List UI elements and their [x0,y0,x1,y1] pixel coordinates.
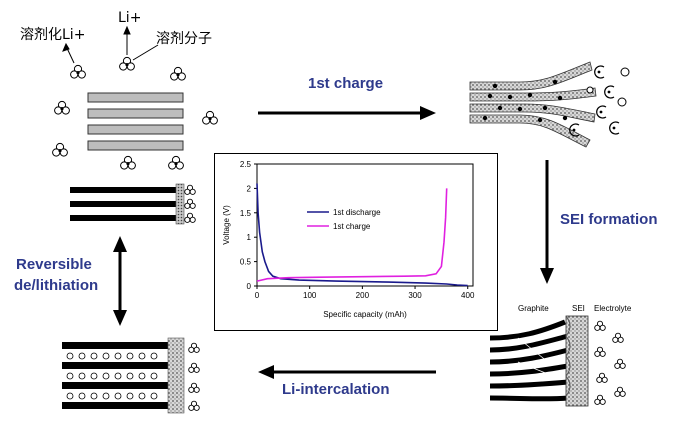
intercalated-graphite [62,337,200,414]
graphite-sheets-initial [87,92,184,151]
label-sei: SEI [572,304,585,313]
label-first-charge: 1st charge [308,75,384,92]
y-axis-label: Voltage (V) [222,205,231,245]
series-line-1 [256,183,468,287]
graphite-sei-electrolyte [489,315,626,407]
graphite-black-sheets-small [70,183,196,225]
label-li-intercalation: Li-intercalation [282,381,390,398]
pointer-lines [62,25,159,64]
arrow-reversible [113,236,127,326]
legend-label-1: 1st discharge [333,208,381,217]
legend-label-2: 1st charge [333,222,371,231]
exfoliated-graphite [469,61,630,148]
y-tick-label: 0 [247,282,252,291]
label-li-ion: Li+ [118,10,142,26]
x-tick-label: 300 [408,291,422,300]
label-de-lithiation: de/lithiation [14,277,99,294]
y-tick-label: 1.5 [240,209,252,218]
x-tick-label: 100 [303,291,317,300]
label-solvent-molecule: 溶剂分子 [156,31,212,47]
x-axis-label: Specific capacity (mAh) [323,310,407,319]
series-line-2 [256,188,448,282]
label-electrolyte: Electrolyte [594,304,632,313]
arrow-first-charge [258,106,436,120]
x-tick-label: 200 [356,291,370,300]
arrow-li-intercalation [258,365,436,379]
label-reversible: Reversible [16,256,92,273]
y-tick-label: 2 [247,184,252,193]
y-tick-label: 2.5 [240,160,252,169]
label-graphite: Graphite [518,304,549,313]
label-solvated-li: 溶剂化Li+ [20,27,86,43]
x-tick-label: 0 [255,291,260,300]
y-tick-label: 0.5 [240,258,252,267]
x-tick-label: 400 [461,291,475,300]
y-tick-label: 1 [247,233,252,242]
plot-area [256,163,474,287]
arrow-sei-formation [540,160,554,284]
label-sei-formation: SEI formation [560,211,658,228]
